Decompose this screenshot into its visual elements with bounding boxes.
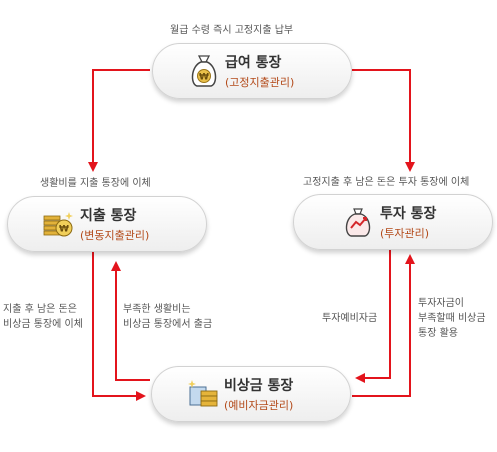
invest-account-title: 투자 통장 (380, 206, 437, 222)
arrow-invest-to-emergency (355, 250, 391, 383)
salary-account-subtitle: (고정지출관리) (225, 76, 295, 89)
invest-account-box: 투자 통장 (투자관리) (293, 194, 493, 250)
arrow-salary-to-expense (88, 69, 150, 172)
caption-withdraw-from-emergency: 부족한 생활비는 비상금 통장에서 출금 (123, 304, 213, 330)
emergency-account-box: 비상금 통장 (예비자금관리) (151, 366, 351, 422)
svg-text:₩: ₩ (199, 73, 209, 83)
caption-invest-reserve: 투자예비자금 (322, 313, 378, 324)
invest-account-subtitle: (투자관리) (380, 227, 430, 240)
arrow-expense-to-emergency (92, 250, 146, 401)
svg-text:₩: ₩ (59, 225, 69, 235)
expense-account-box: ₩ 지출 통장 (변동지출관리) (7, 196, 207, 252)
caption-salary-fixed-expense: 월급 수령 즉시 고정지출 납부 (170, 25, 294, 36)
coin-stack-icon: ₩ (42, 208, 76, 244)
expense-account-title: 지출 통장 (80, 208, 137, 224)
caption-invest-shortfall: 투자자금이 부족할때 비상금 통장 활용 (418, 298, 486, 339)
caption-invest-transfer: 고정지출 후 남은 돈은 투자 통장에 이체 (303, 177, 470, 188)
money-bag-icon: ₩ (189, 54, 219, 92)
expense-account-subtitle: (변동지출관리) (80, 229, 150, 242)
arrow-emergency-to-expense (111, 261, 150, 381)
caption-remaining-to-emergency: 지출 후 남은 돈은 비상금 통장에 이체 (3, 304, 83, 330)
emergency-account-title: 비상금 통장 (224, 378, 294, 394)
emergency-account-subtitle: (예비자금관리) (224, 399, 294, 412)
arrow-salary-to-invest (352, 69, 415, 172)
salary-account-title: 급여 통장 (225, 55, 282, 71)
caption-living-expense-transfer: 생활비를 지출 통장에 이체 (40, 178, 151, 189)
arrow-emergency-to-invest (352, 254, 415, 397)
salary-account-box: ₩ 급여 통장 (고정지출관리) (152, 43, 352, 99)
gold-bars-icon (186, 377, 220, 413)
investment-pouch-icon (342, 206, 374, 242)
